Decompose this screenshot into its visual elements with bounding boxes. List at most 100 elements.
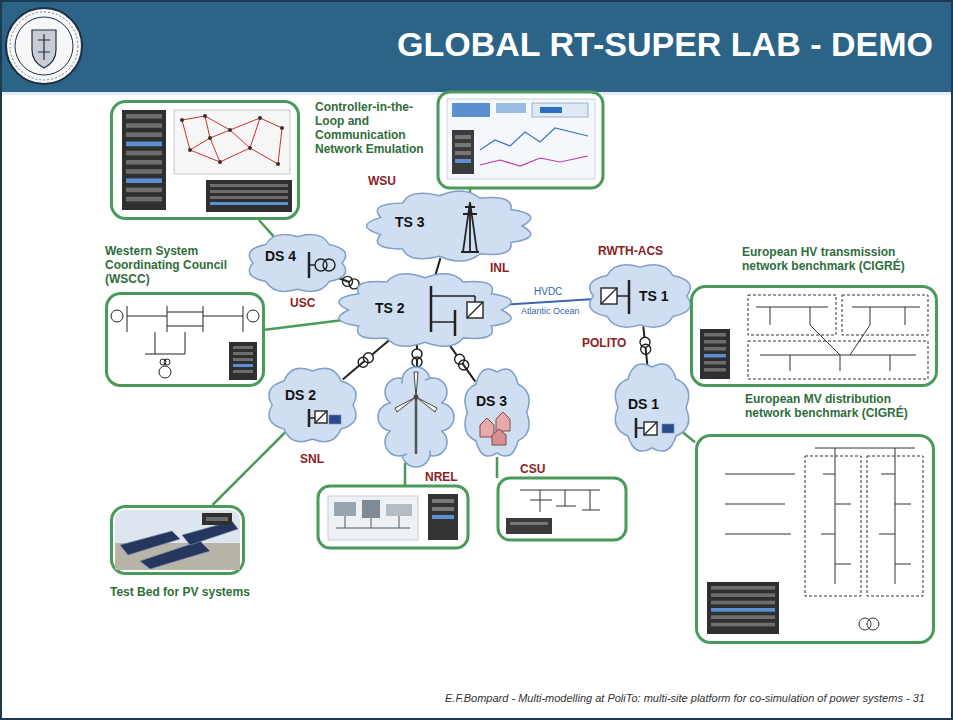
callout-frame-part-part: [725, 448, 915, 584]
ts3-lab-panel-part: [540, 107, 562, 113]
callout-frame-part: [126, 151, 162, 156]
callout-frame-part: [210, 196, 288, 199]
cloud-outline-part: [309, 264, 315, 266]
cloud-outline-part: [601, 288, 617, 304]
university-seal-part: [38, 34, 50, 60]
callout-frame-part: [107, 294, 264, 386]
network-name: DS 1: [628, 396, 659, 412]
callout-frame-part: [182, 120, 190, 150]
cloud-outline-part: [467, 302, 483, 318]
cloud-outline-part: [249, 235, 345, 292]
network-cloud: TS 3: [365, 190, 535, 262]
lab-name: WSU: [368, 174, 396, 188]
ts3-lab-panel-part: [455, 135, 471, 139]
cloud-outline-part: [323, 259, 335, 271]
ts3-lab-panel-part: [455, 159, 471, 163]
callout-frame-part: [276, 162, 280, 166]
callout-frame-part: [206, 517, 228, 519]
callout-frame-part-part: [748, 295, 836, 335]
lab-callout-box: European HV transmission network benchma…: [690, 285, 938, 387]
callout-frame-part: [711, 615, 775, 619]
link-label: HVDC: [532, 286, 564, 298]
csu-lab-panel-part: [510, 522, 548, 525]
wind-cloud-part: [395, 372, 437, 412]
callout-link: [259, 220, 276, 238]
cloud-outline-part: [309, 417, 315, 419]
callout-frame: [690, 285, 938, 387]
ts3-lab-panel-part: [455, 143, 471, 147]
callout-frame-part: [230, 130, 250, 148]
cloud-outline-part: [636, 427, 644, 429]
callout-frame-part: [218, 160, 222, 164]
callout-frame-part: [126, 178, 162, 183]
callout-link: [265, 320, 347, 330]
cloud-outline: [335, 272, 515, 348]
lab-callout-box: Test Bed for PV systems: [110, 505, 245, 575]
callout-frame-part: [140, 541, 210, 569]
callout-frame-part: [126, 197, 162, 202]
callout-frame-part: [210, 138, 220, 162]
cloud-outline-part: [590, 265, 691, 327]
transformer-symbol: [459, 360, 469, 370]
callout-frame-part: [126, 188, 162, 193]
callout-frame-part-part: [111, 310, 123, 322]
lab-callout-box: Western System Coordinating Council (WSC…: [105, 292, 265, 387]
slide-title: GLOBAL RT-SUPER LAB - DEMO: [385, 24, 945, 64]
callout-frame-part: [250, 148, 278, 164]
callout-frame-part: [126, 169, 162, 174]
callout-frame-part: [188, 148, 192, 152]
nrel-lab-panel-part: [428, 494, 458, 540]
cloud-outline: [462, 365, 532, 460]
callout-frame-part: [126, 132, 162, 137]
ts3-lab-panel-part: [480, 128, 588, 150]
lab-heading: Test Bed for PV systems: [110, 585, 280, 599]
csu-lab-panel-part: [520, 490, 600, 512]
callout-frame-part: [230, 118, 260, 130]
callout-frame-part: [202, 513, 232, 525]
callout-frame-part-part: [127, 306, 243, 354]
university-seal-part: [6, 8, 82, 84]
cloud-outline-part: [628, 280, 631, 314]
callout-frame-part: [692, 287, 937, 386]
transformer-symbol: [358, 357, 368, 367]
cloud-outline-part: [465, 369, 529, 456]
callout-frame-part: [711, 586, 775, 590]
lab-callout-box: Controller-in-the-Loop and Communication…: [110, 100, 300, 220]
network-cloud: TS 1: [585, 262, 695, 330]
callout-frame-part: [704, 368, 726, 372]
callout-frame-part: [205, 116, 230, 130]
cloud-outline: [365, 190, 535, 262]
callout-frame-part: [206, 180, 292, 212]
callout-frame-part: [711, 593, 775, 597]
wind-cloud-part: [378, 367, 454, 467]
callout-frame-part: [700, 329, 730, 379]
network-cloud: DS 3: [462, 365, 532, 460]
network-cloud: DS 1: [612, 360, 692, 455]
callout-frame-part: [711, 623, 775, 627]
lab-name: SNL: [300, 452, 324, 466]
slide-footer: E.F.Bompard - Multi-modelling at PoliTo:…: [445, 692, 925, 705]
cloud-outline-part: [367, 191, 531, 261]
callout-frame-part: [112, 102, 299, 219]
callout-frame-part-part: [748, 341, 928, 379]
callout-frame-part: [206, 519, 228, 521]
lab-name: POLITO: [582, 336, 626, 350]
lab-name: INL: [490, 261, 509, 275]
callout-frame-part: [233, 370, 253, 373]
callout-frame-part: [208, 136, 212, 140]
ts3-lab-panel-part: [455, 151, 471, 155]
callout-frame-part: [707, 582, 779, 634]
wind-cloud: [378, 367, 454, 467]
callout-frame-part: [210, 190, 288, 193]
nrel-lab-panel-part: [432, 515, 454, 519]
nrel-lab-panel-part: [362, 500, 380, 518]
university-seal-part: [10, 12, 78, 80]
nrel-lab-panel-part: [334, 502, 356, 516]
callout-frame-part: [122, 110, 166, 210]
callout-frame-part: [115, 510, 240, 570]
callout-frame-part: [180, 118, 184, 122]
callout-frame-part-part: [159, 366, 171, 378]
callout-frame-part-part: [756, 307, 920, 371]
